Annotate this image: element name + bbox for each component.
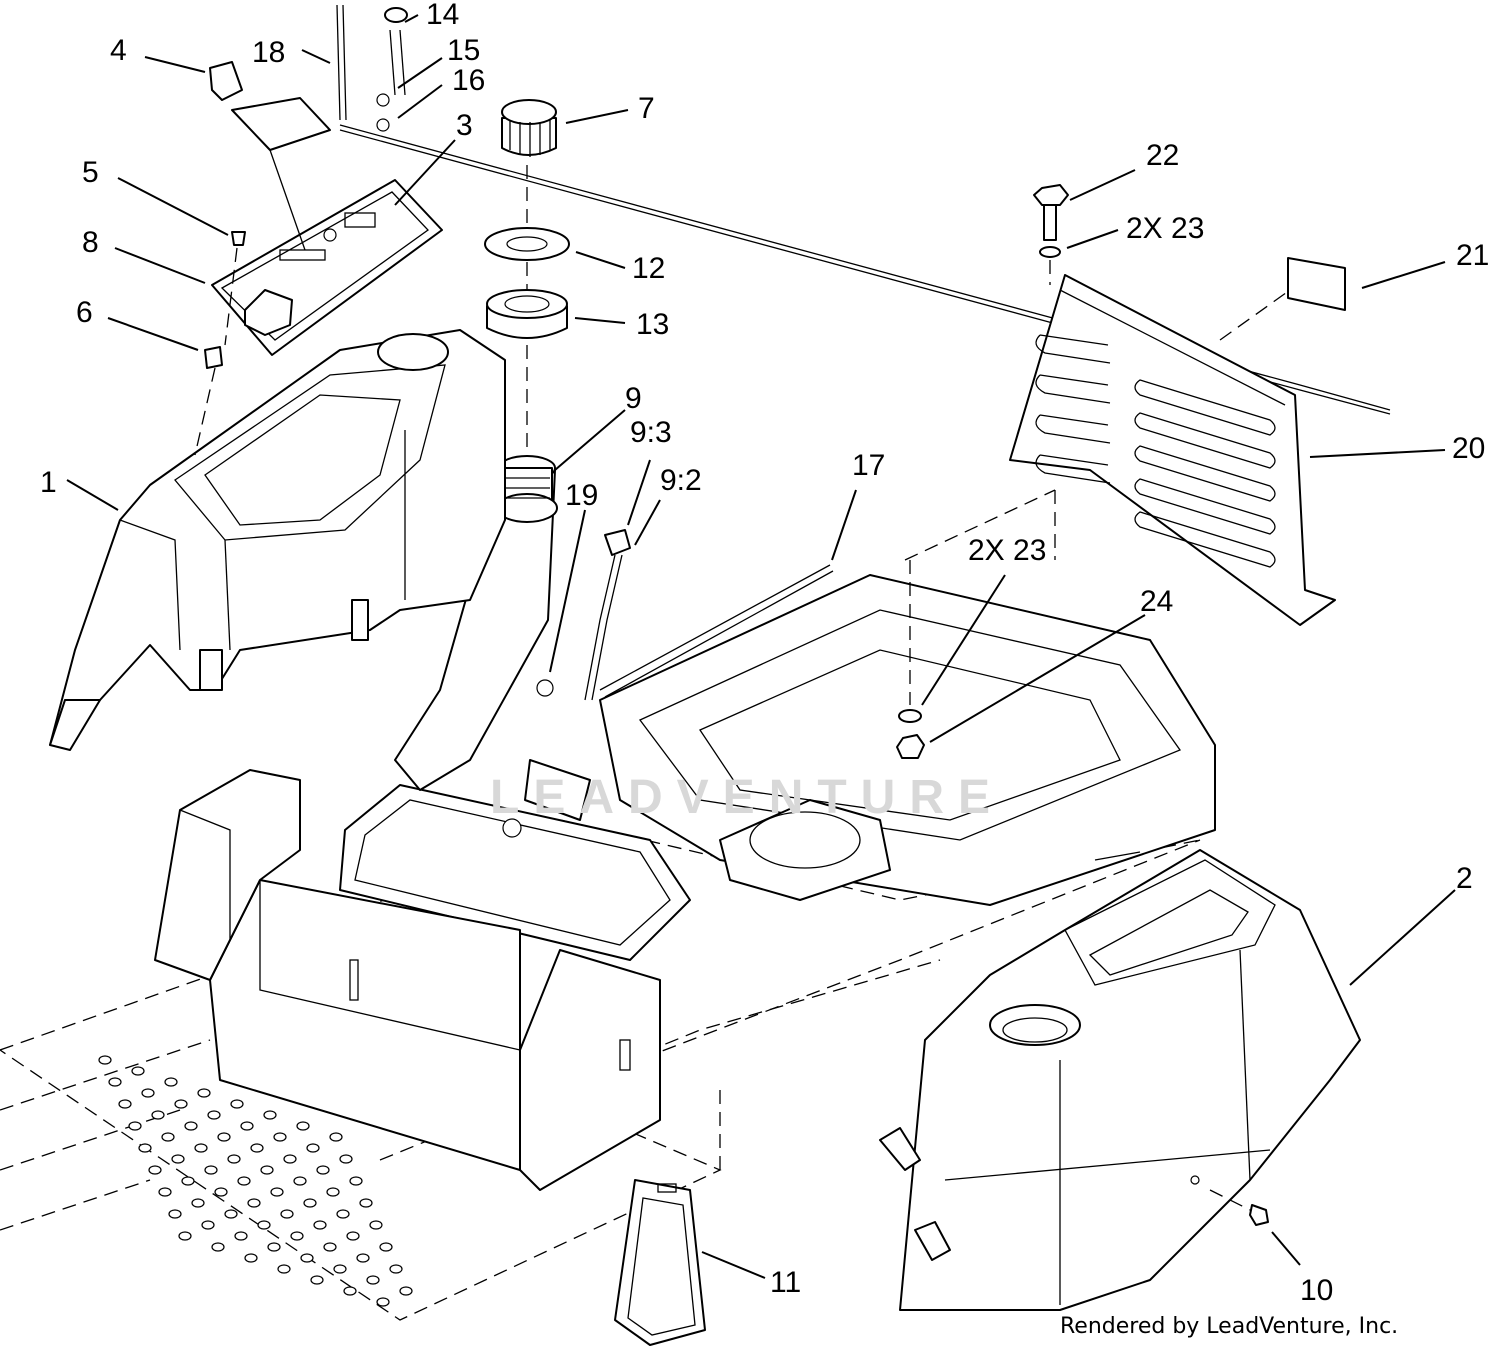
fuel-sender [536, 529, 631, 701]
callout-19: 19 [565, 479, 598, 512]
callout-1: 1 [40, 466, 57, 499]
battery-tray [154, 769, 691, 1191]
callout-23-lower: 2X 23 [968, 534, 1046, 567]
callout-5: 5 [82, 156, 99, 189]
callout-18: 18 [252, 36, 285, 69]
foot-pad [614, 1179, 706, 1346]
callout-10: 10 [1300, 1274, 1333, 1307]
control-panel [194, 61, 443, 456]
callout-13: 13 [636, 308, 669, 341]
callout-16: 16 [452, 64, 485, 97]
callout-3: 3 [456, 109, 473, 142]
callout-9-3: 9:3 [630, 416, 672, 449]
callout-9: 9 [625, 382, 642, 415]
callout-12: 12 [632, 252, 665, 285]
callout-6: 6 [76, 296, 93, 329]
console-shroud-left [49, 329, 506, 751]
leader-lines [66, 14, 1456, 1279]
render-credit: Rendered by LeadVenture, Inc. [1060, 1314, 1399, 1339]
callout-8: 8 [82, 226, 99, 259]
callout-20: 20 [1452, 432, 1485, 465]
callout-14: 14 [426, 0, 459, 31]
rod-17 [599, 564, 834, 698]
callout-2: 2 [1456, 862, 1473, 895]
callout-11: 11 [770, 1266, 801, 1299]
callout-4: 4 [110, 34, 127, 67]
callout-21: 21 [1456, 239, 1489, 272]
floor-pan [0, 964, 722, 1321]
throttle-cable [336, 4, 1391, 415]
callout-9-2: 9:2 [660, 464, 702, 497]
callout-23-upper: 2X 23 [1126, 212, 1204, 245]
callout-15: 15 [447, 34, 480, 67]
console-shroud-right [879, 849, 1361, 1311]
callout-24: 24 [1140, 585, 1173, 618]
rear-panel [1009, 257, 1346, 626]
fasteners [896, 184, 1069, 759]
callout-22: 22 [1146, 139, 1179, 172]
callouts: 1 2 3 4 5 6 7 8 9 9:3 9:2 10 11 12 13 14… [40, 0, 1489, 1307]
callout-7: 7 [638, 92, 655, 125]
screw-10 [1209, 1189, 1269, 1226]
fuel-cap-stack [484, 99, 570, 455]
watermark: LEADVENTURE [490, 771, 1005, 824]
fuel-tank-neck [394, 455, 591, 838]
callout-17: 17 [852, 449, 885, 482]
